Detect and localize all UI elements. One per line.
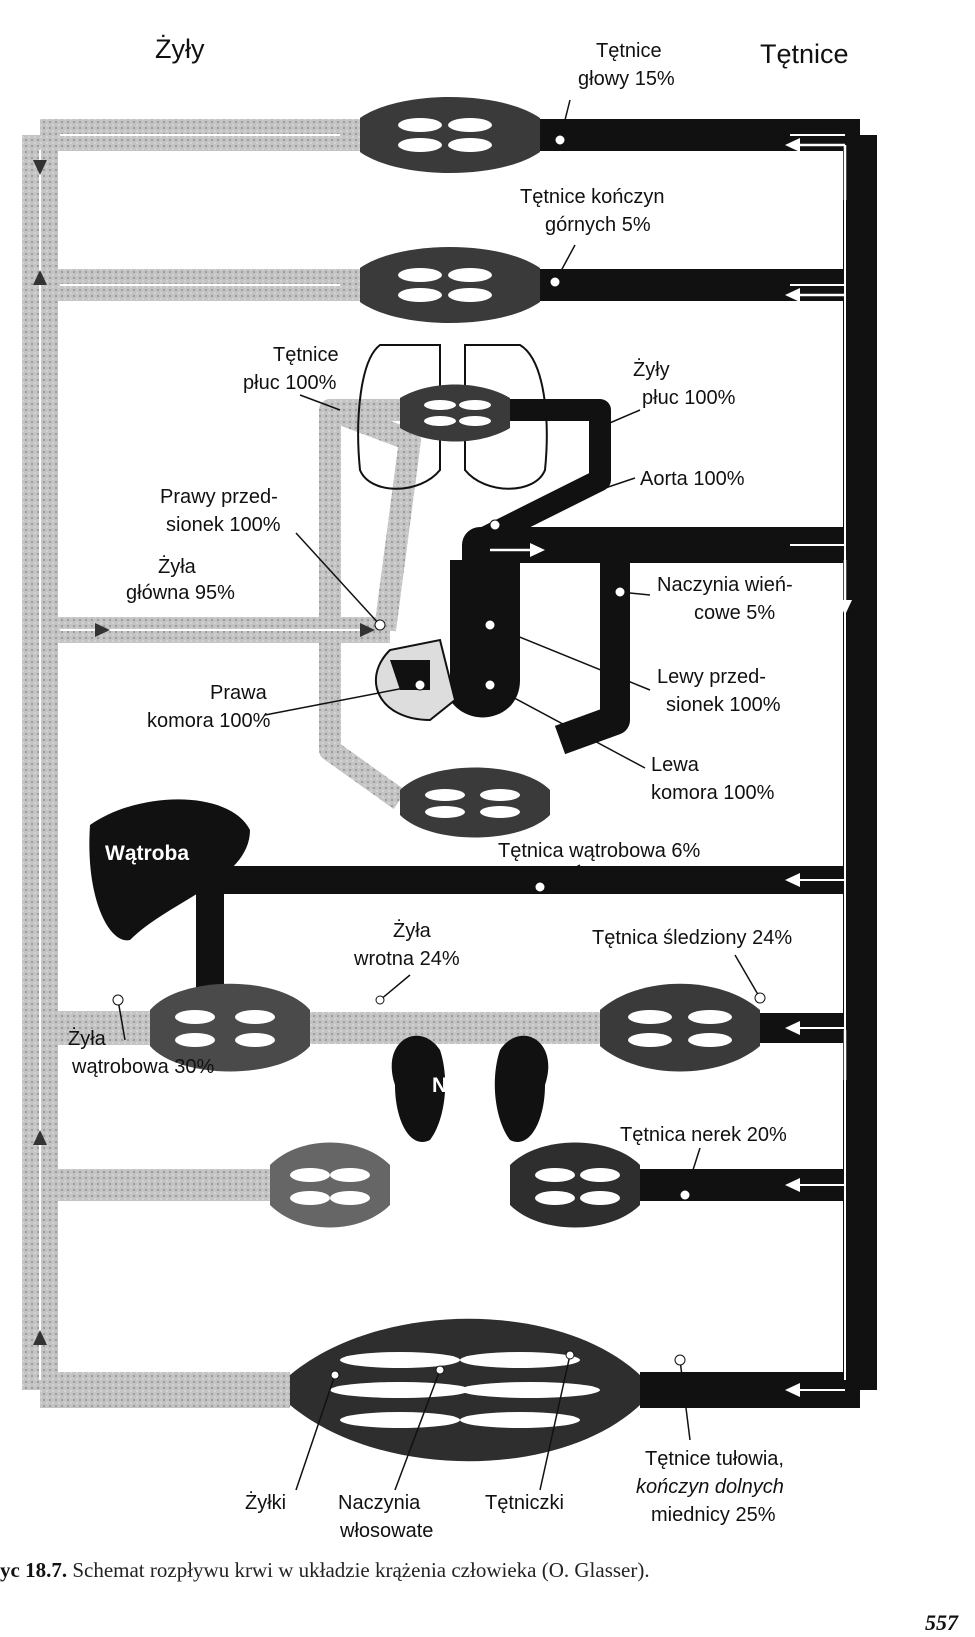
trunk-arteries-label-3: miednicy 25% [651,1504,776,1526]
trunk-arteries-label-1: Tętnice tułowia, [645,1448,784,1470]
caption: yc 18.7. Schemat rozpływu krwi w układzi… [0,1558,650,1582]
portal-vein-label-2: wrotna 24% [353,948,460,970]
splenic-artery-label: Tętnica śledziony 24% [592,927,792,949]
pulmonary-veins-label-2: płuc 100% [642,387,736,409]
capillaries-label-1: Naczynia [338,1492,421,1514]
hepatic-vein-label-1: Żyła [68,1027,107,1050]
left-atrium-label-2: sionek 100% [666,694,781,716]
coronary-label-2: cowe 5% [694,602,775,624]
left-ventricle-label-1: Lewa [651,754,700,776]
coronary-capillary-bed [400,767,550,838]
portal-vein-label-1: Żyła [393,919,432,942]
renal-artery-label: Tętnica nerek 20% [620,1124,787,1146]
liver-label: Wątroba [105,842,189,865]
vena-cava-label-1: Żyła [158,555,197,578]
liver-capillary-bed [150,983,310,1072]
leader-lines [117,99,761,1491]
liver-organ [89,799,250,941]
capillary-beds [89,97,760,1462]
kidney-capillary-bed [270,1142,640,1228]
head-arteries-label-2: głowy 15% [578,68,675,90]
pulmonary-arteries-label-1: Tętnice [273,344,339,366]
hepatic-artery-label: Tętnica wątrobowa 6% [498,840,701,862]
head-capillary-bed [360,97,540,173]
heart [374,560,520,722]
left-atrium-label-1: Lewy przed- [657,666,766,688]
kidneys-label: Nerki [432,1074,485,1097]
aorta-label: Aorta 100% [640,468,745,490]
arteries-header: Tętnice [760,39,849,69]
vein-arrowheads [33,160,375,1345]
lung-capillary-bed [357,344,548,490]
pulmonary-arteries-label-2: płuc 100% [243,372,337,394]
right-atrium-label-1: Prawy przed- [160,486,278,508]
right-ventricle-label-2: komora 100% [147,710,271,732]
upper-limb-label-1: Tętnice kończyn [520,186,665,208]
right-ventricle-label-1: Prawa [210,682,268,704]
page-number: 557 [925,1610,959,1635]
artery-inner-lines [790,134,846,1391]
head-arteries-label-1: Tętnice [596,40,662,62]
veins-header: Żyły [155,33,205,64]
capillaries-label-2: włosowate [339,1520,433,1542]
right-atrium-label-2: sionek 100% [166,514,281,536]
caption-prefix: yc 18.7. [0,1558,67,1582]
caption-text: Schemat rozpływu krwi w układzie krążeni… [67,1558,650,1582]
trunk-capillary-bed [290,1318,640,1462]
upper-limb-label-2: górnych 5% [545,214,651,236]
flow-arrowheads [530,138,852,1397]
hepatic-vein-label-2: wątrobowa 30% [71,1056,215,1078]
pulmonary-veins-label-1: Żyły [633,358,670,381]
venules-label: Żyłki [245,1491,286,1514]
left-ventricle-label-2: komora 100% [651,782,775,804]
coronary-label-1: Naczynia wień- [657,574,793,596]
trunk-arteries-label-2: kończyn dolnych [636,1476,784,1498]
leader-dots [112,134,766,1380]
spleen-capillary-bed [600,983,760,1072]
vein-inner-lines [39,134,370,1380]
arterioles-label: Tętniczki [485,1492,564,1514]
vena-cava-label-2: główna 95% [126,582,235,604]
kidneys [391,1035,549,1142]
upper-limb-capillary-bed [360,247,540,323]
